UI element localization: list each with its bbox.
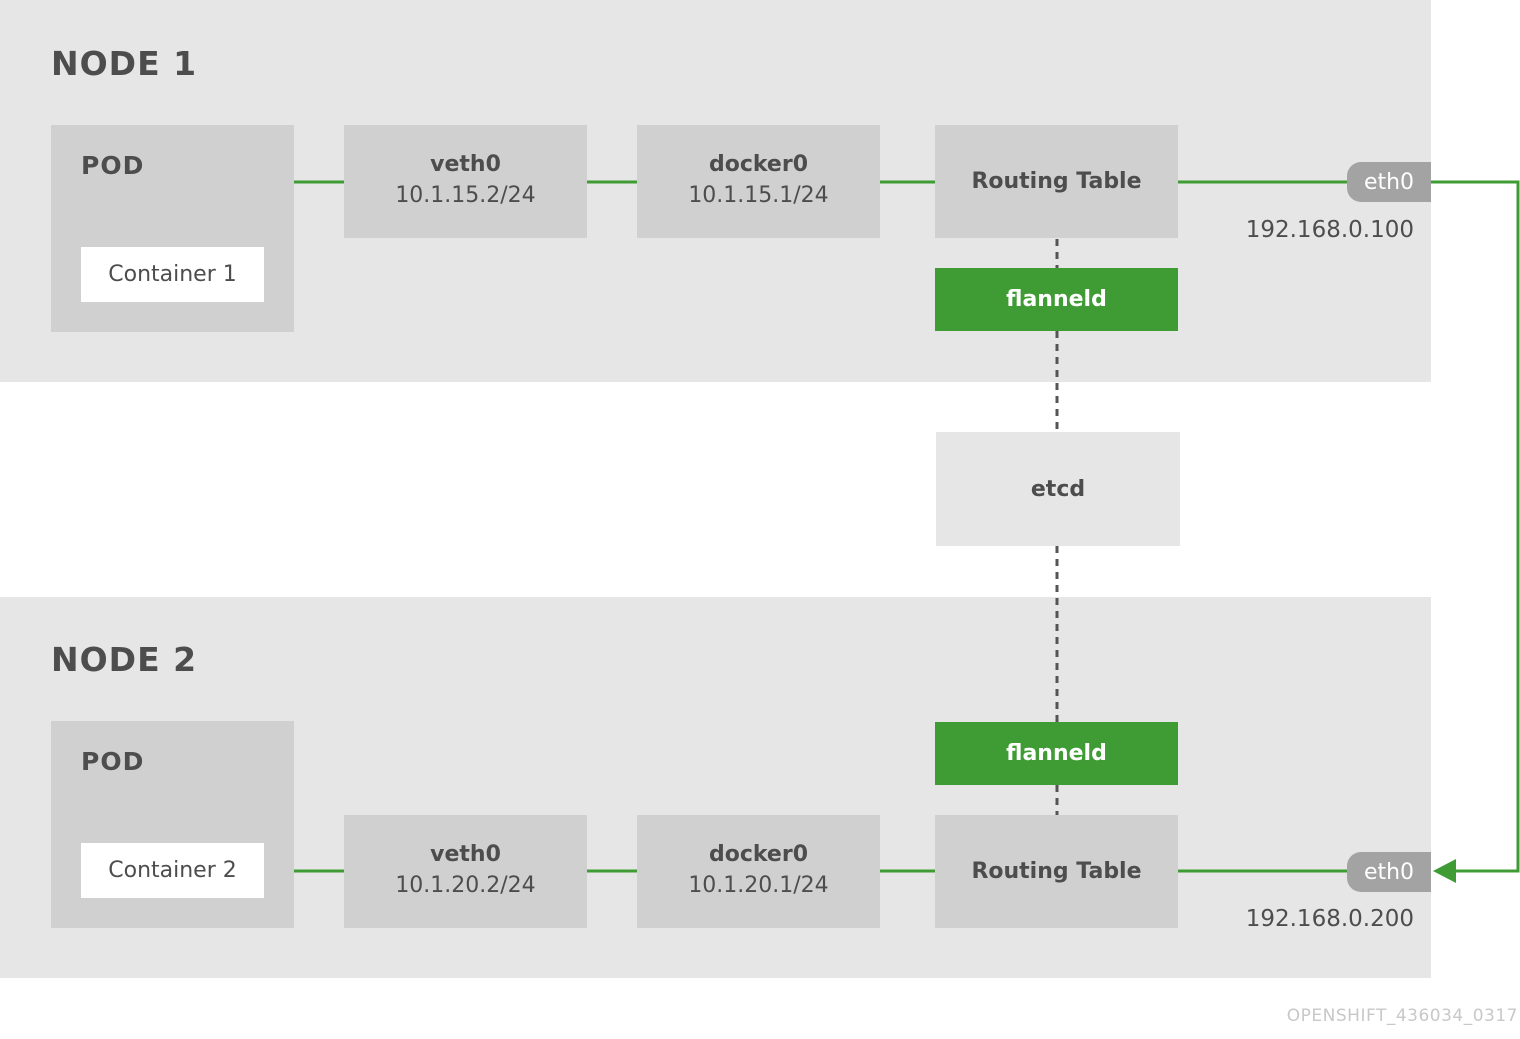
pod2: POD Container 2 [51, 721, 294, 928]
node2-title: NODE 2 [51, 640, 198, 679]
host-ip-node1: 192.168.0.100 [1245, 217, 1414, 243]
pod2-label: POD [81, 747, 145, 776]
veth2-box: veth0 10.1.20.2/24 [344, 815, 587, 928]
container2: Container 2 [81, 843, 264, 898]
figure-id-watermark: OPENSHIFT_436034_0317 [1286, 1006, 1518, 1026]
docker1-ip: 10.1.15.1/24 [688, 183, 829, 209]
flanneld1: flanneld [935, 268, 1178, 331]
docker2-name: docker0 [708, 841, 809, 867]
link-eth-to-eth [1431, 180, 1520, 873]
veth2-name: veth0 [430, 841, 501, 867]
routing-table1: Routing Table [935, 125, 1178, 238]
pod1-label: POD [81, 151, 145, 180]
docker1-box: docker0 10.1.15.1/24 [637, 125, 880, 238]
veth1-box: veth0 10.1.15.2/24 [344, 125, 587, 238]
veth1-name: veth0 [430, 151, 501, 177]
container1: Container 1 [81, 247, 264, 302]
host-ip-node2: 192.168.0.200 [1245, 906, 1414, 932]
pod1: POD Container 1 [51, 125, 294, 332]
arrowhead-icon [1433, 859, 1456, 883]
docker2-box: docker0 10.1.20.1/24 [637, 815, 880, 928]
veth2-ip: 10.1.20.2/24 [395, 873, 536, 899]
routing-table2: Routing Table [935, 815, 1178, 928]
eth0-node1: eth0 [1347, 162, 1431, 202]
eth0-node2: eth0 [1347, 852, 1431, 892]
docker2-ip: 10.1.20.1/24 [688, 873, 829, 899]
node1-title: NODE 1 [51, 44, 198, 83]
etcd-box: etcd [936, 432, 1180, 546]
docker1-name: docker0 [708, 151, 809, 177]
flanneld2: flanneld [935, 722, 1178, 785]
veth1-ip: 10.1.15.2/24 [395, 183, 536, 209]
